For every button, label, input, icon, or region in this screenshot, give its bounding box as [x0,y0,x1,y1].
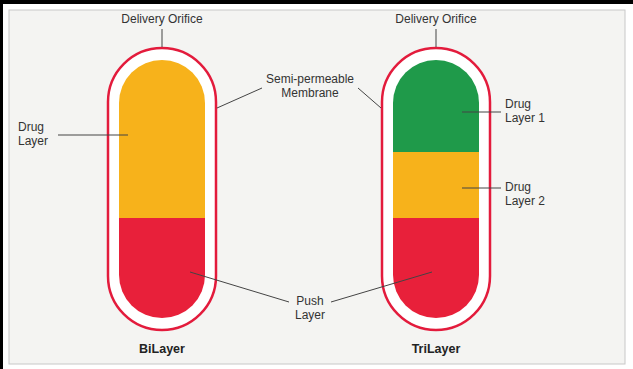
layer-label: Drug Layer 2 [505,180,555,208]
layer-label: Drug Layer 1 [505,97,555,125]
drug-layer-1 [393,60,479,152]
membrane [382,48,490,330]
leader-line [331,272,432,302]
figure-caption: BiLayer [112,342,212,356]
top-rule [0,0,633,4]
drug-layer [119,60,205,218]
leader-line [358,88,381,108]
leader-line [217,88,262,108]
leader-line [436,29,437,47]
leader-line [162,29,163,47]
figure-caption: TriLayer [386,342,486,356]
membrane-label: Semi-permeable Membrane [250,72,370,100]
drug-layer-2 [393,152,479,218]
orifice-label: Delivery Orifice [112,12,212,26]
leader-line [462,112,501,113]
leader-line [462,188,501,189]
leader-line [58,135,128,136]
membrane [108,48,216,330]
push-layer [119,218,205,318]
layer-label: Push Layer [283,294,337,322]
left-rule [0,0,3,369]
panel [9,10,625,364]
layer-label: Drug Layer [18,120,64,148]
push-layer [393,218,479,318]
orifice-label: Delivery Orifice [386,12,486,26]
leader-line [190,272,289,302]
